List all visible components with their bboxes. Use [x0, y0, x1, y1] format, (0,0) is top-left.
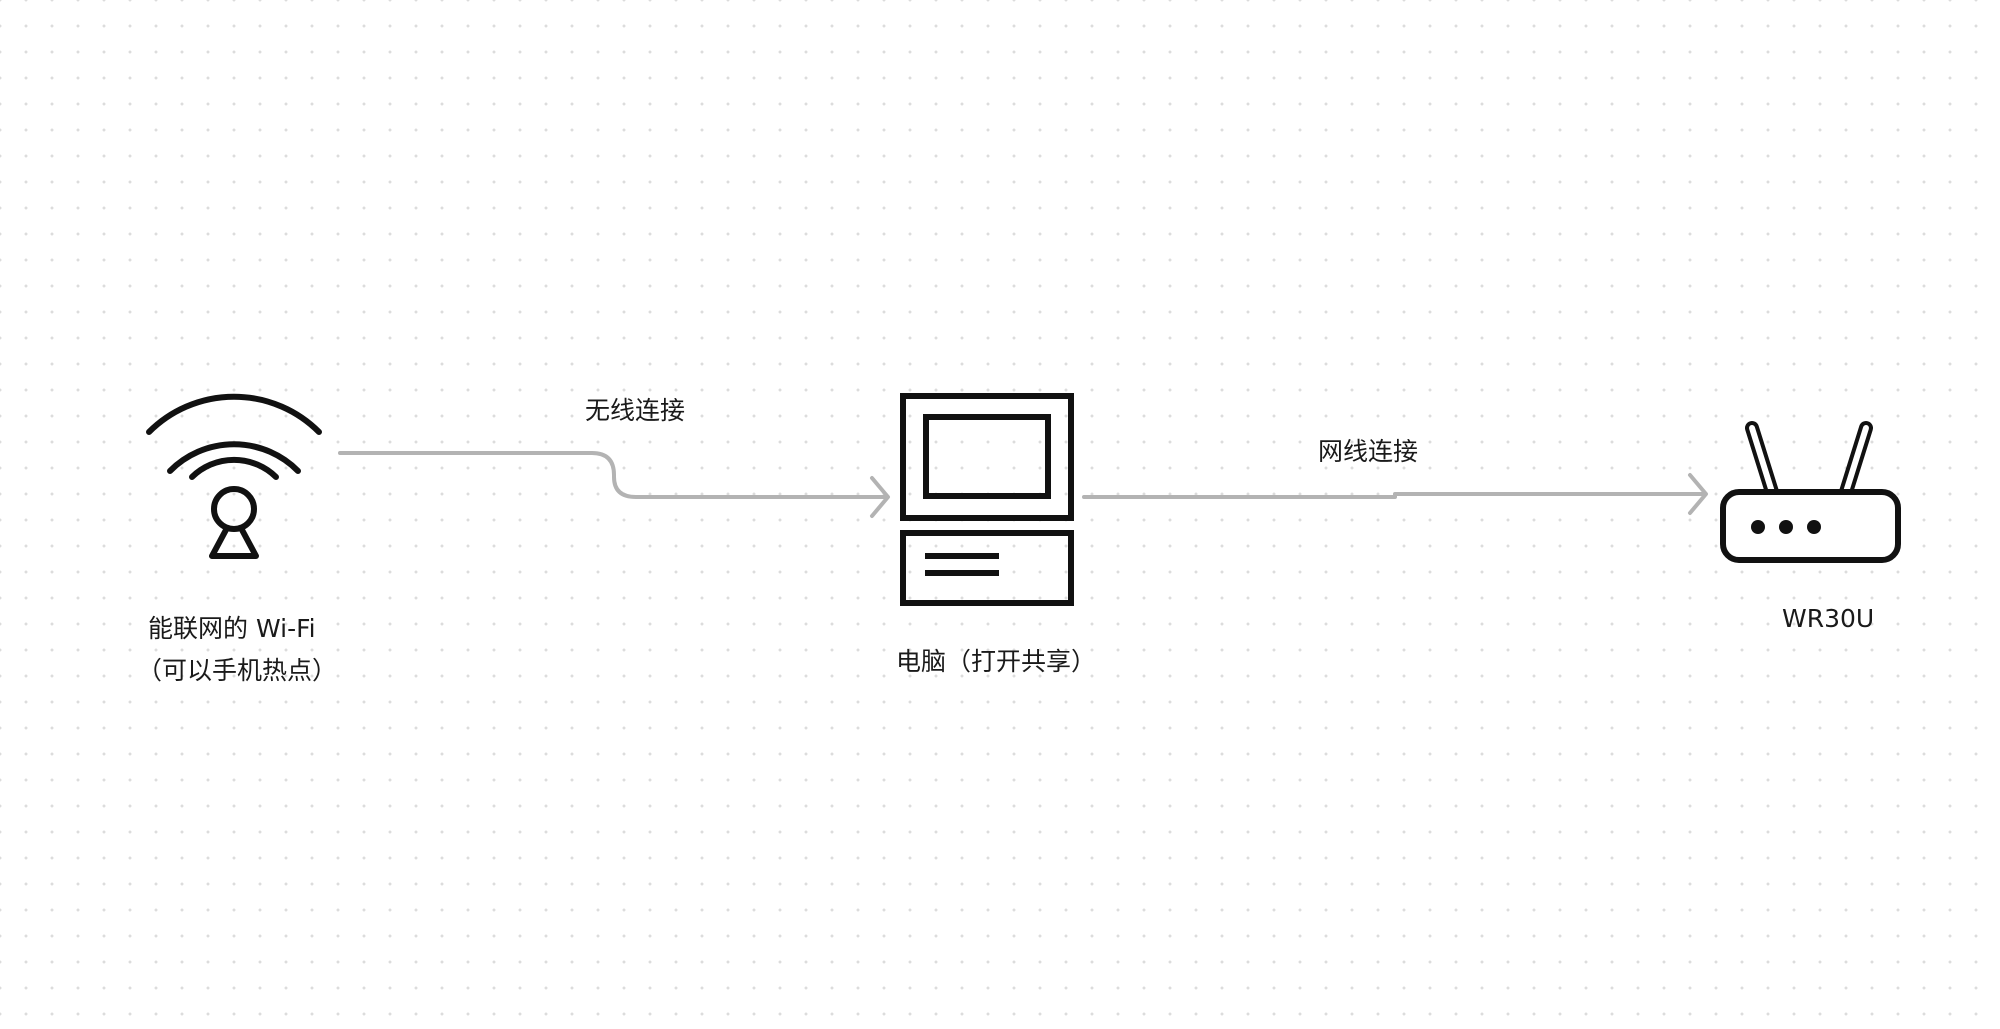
wireless-connector-arrowhead	[870, 476, 890, 518]
ethernet-connector[interactable]	[1082, 473, 1708, 515]
ethernet-connector-arrowhead	[1688, 473, 1708, 515]
wifi-arc-middle	[167, 441, 301, 474]
router-led-1	[1751, 520, 1765, 534]
computer-base-unit	[900, 530, 1074, 606]
router-label: WR30U	[1782, 604, 1875, 633]
ethernet-connection-label: 网线连接	[1318, 437, 1419, 466]
wireless-connector[interactable]	[338, 451, 890, 518]
wifi-arc-outer	[146, 393, 322, 435]
wireless-connector-line[interactable]	[338, 451, 888, 499]
computer-monitor-screen	[923, 414, 1051, 499]
wifi-label-line2: （可以手机热点）	[137, 656, 338, 685]
wifi-arc-inner	[189, 456, 279, 480]
router-antenna-right-inner	[1843, 425, 1869, 495]
computer-label: 电脑（打开共享）	[896, 647, 1097, 676]
ethernet-connector-line[interactable]	[1082, 492, 1706, 499]
desktop-computer-icon[interactable]	[900, 393, 1074, 606]
router-led-2	[1779, 520, 1793, 534]
wifi-label-line1: 能联网的 Wi-Fi	[148, 614, 316, 643]
router-led-3	[1807, 520, 1821, 534]
router-antenna-left-inner	[1749, 425, 1775, 495]
wifi-keyhole-head	[211, 486, 257, 532]
wifi-hotspot-icon[interactable]	[146, 393, 322, 559]
wifi-keyhole-stem	[209, 525, 259, 559]
wireless-connection-label: 无线连接	[585, 396, 686, 425]
router-icon[interactable]	[1720, 421, 1901, 563]
computer-monitor-outer	[900, 393, 1074, 521]
